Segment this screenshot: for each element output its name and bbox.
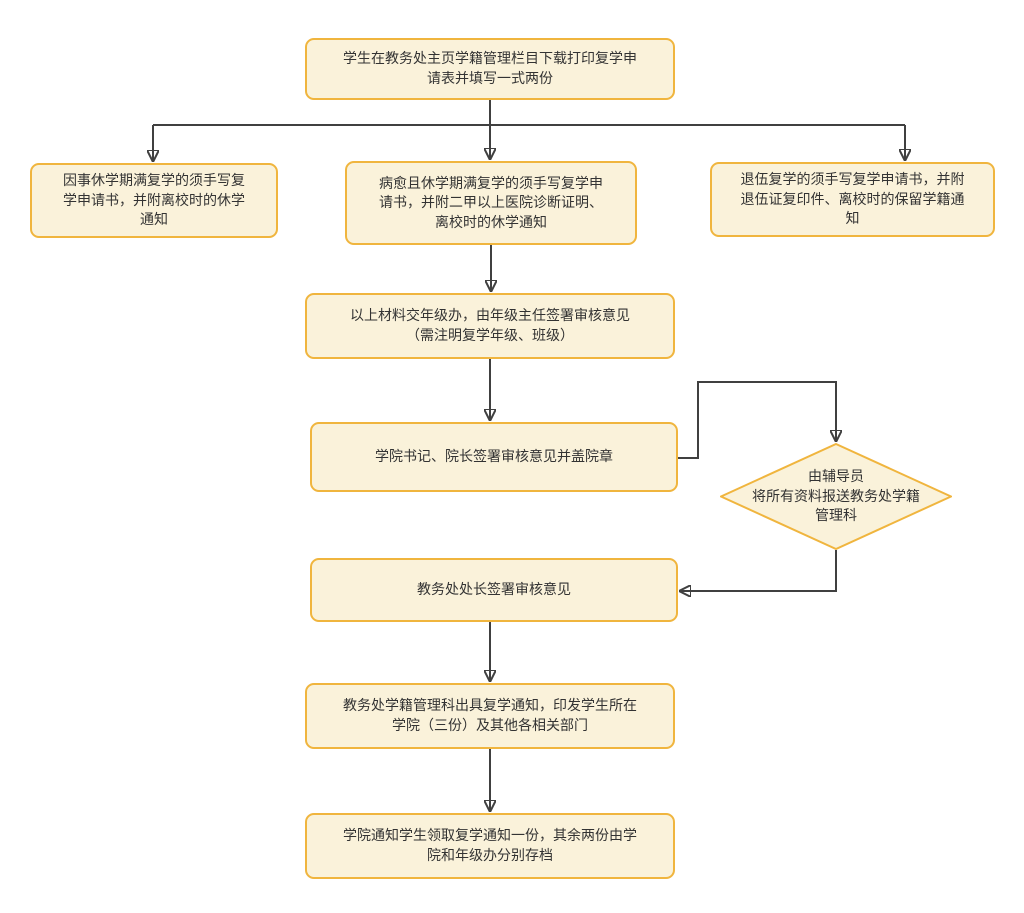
- flow-node-reason-illness: 病愈且休学期满复学的须手写复学申 请书，并附二甲以上医院诊断证明、 离校时的休学…: [345, 161, 637, 245]
- flow-node-reason-leave: 因事休学期满复学的须手写复 学申请书，并附离校时的休学 通知: [30, 163, 278, 238]
- flow-node-reason-illness-label: 病愈且休学期满复学的须手写复学申 请书，并附二甲以上医院诊断证明、 离校时的休学…: [379, 174, 603, 230]
- flow-node-issue-notice: 教务处学籍管理科出具复学通知，印发学生所在 学院（三份）及其他各相关部门: [305, 683, 675, 749]
- flow-node-dean-sign: 教务处处长签署审核意见: [310, 558, 678, 622]
- flow-node-college-sign: 学院书记、院长签署审核意见并盖院章: [310, 422, 678, 492]
- flow-node-start: 学生在教务处主页学籍管理栏目下载打印复学申 请表并填写一式两份: [305, 38, 675, 100]
- flow-node-reason-leave-label: 因事休学期满复学的须手写复 学申请书，并附离校时的休学 通知: [63, 172, 245, 228]
- flow-node-college-sign-label: 学院书记、院长签署审核意见并盖院章: [375, 448, 613, 465]
- flow-node-reason-army: 退伍复学的须手写复学申请书，并附 退伍证复印件、离校时的保留学籍通 知: [710, 162, 995, 237]
- flow-node-grade-office: 以上材料交年级办，由年级主任签署审核意见 （需注明复学年级、班级）: [305, 293, 675, 359]
- flow-node-start-label: 学生在教务处主页学籍管理栏目下载打印复学申 请表并填写一式两份: [343, 50, 637, 86]
- flow-node-counselor-submit: 由辅导员 将所有资料报送教务处学籍 管理科: [720, 443, 952, 550]
- connector-college-to-counselor: [678, 381, 836, 459]
- connector-start-branch: [153, 100, 905, 126]
- diamond-shape: [720, 443, 952, 550]
- flow-node-counselor-submit-label: 由辅导员 将所有资料报送教务处学籍 管理科: [752, 468, 920, 524]
- flow-node-issue-notice-label: 教务处学籍管理科出具复学通知，印发学生所在 学院（三份）及其他各相关部门: [343, 697, 637, 733]
- flow-node-dean-sign-label: 教务处处长签署审核意见: [417, 581, 571, 598]
- flow-node-archive: 学院通知学生领取复学通知一份，其余两份由学 院和年级办分别存档: [305, 813, 675, 879]
- flow-node-grade-office-label: 以上材料交年级办，由年级主任签署审核意见 （需注明复学年级、班级）: [350, 307, 630, 343]
- flow-node-reason-army-label: 退伍复学的须手写复学申请书，并附 退伍证复印件、离校时的保留学籍通 知: [740, 171, 965, 227]
- flow-node-archive-label: 学院通知学生领取复学通知一份，其余两份由学 院和年级办分别存档: [343, 827, 637, 863]
- connector-counselor-to-dean: [680, 550, 837, 591]
